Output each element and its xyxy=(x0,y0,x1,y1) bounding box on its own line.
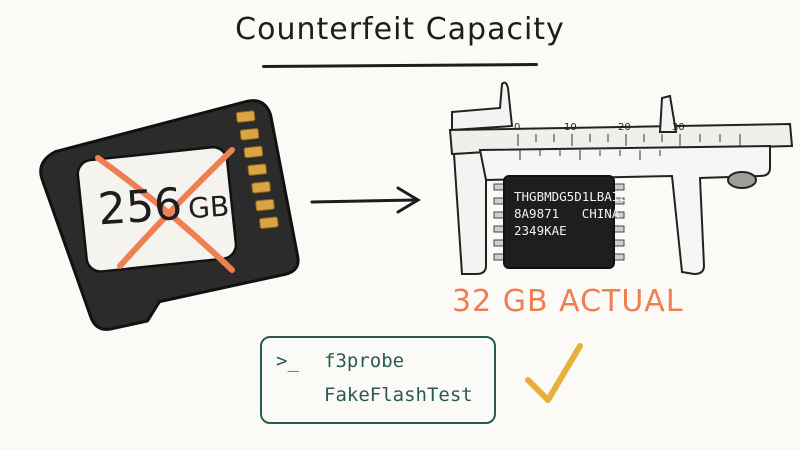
caliper-scale-ticks xyxy=(517,134,741,160)
terminal-command-fakeflashtest: FakeFlashTest xyxy=(324,384,473,406)
arrow-right-icon xyxy=(310,186,421,214)
scale-label-0: 0 xyxy=(514,122,520,133)
chip-marking-line1: THGBMDG5D1LBAIL xyxy=(514,189,627,204)
scale-label-20: 20 xyxy=(618,122,631,133)
terminal-command-f3probe: f3probe xyxy=(324,350,405,372)
chip-markings: THGBMDG5D1LBAIL 8A9871 CHINA 2349KAE xyxy=(514,188,627,239)
terminal-prompt-icon: >_ xyxy=(276,350,299,372)
claimed-capacity-number: 256 xyxy=(96,178,184,236)
gold-contacts xyxy=(235,110,279,229)
scale-label-30: 30 xyxy=(672,122,685,133)
cross-mark-icon xyxy=(95,147,235,273)
terminal-box: >_ f3probe FakeFlashTest xyxy=(260,336,496,424)
caliper-scale-labels: 0 10 20 30 xyxy=(514,122,685,133)
flash-chip xyxy=(493,175,625,269)
chip-marking-line2: 8A9871 CHINA xyxy=(514,206,620,221)
chip-marking-line3: 2349KAE xyxy=(514,223,567,238)
scale-label-10: 10 xyxy=(564,122,577,133)
actual-capacity-label: 32 GB ACTUAL xyxy=(452,284,684,319)
claimed-capacity-unit: GB xyxy=(187,189,231,226)
page-title: Counterfeit Capacity xyxy=(235,12,565,47)
checkmark-icon xyxy=(525,343,583,403)
